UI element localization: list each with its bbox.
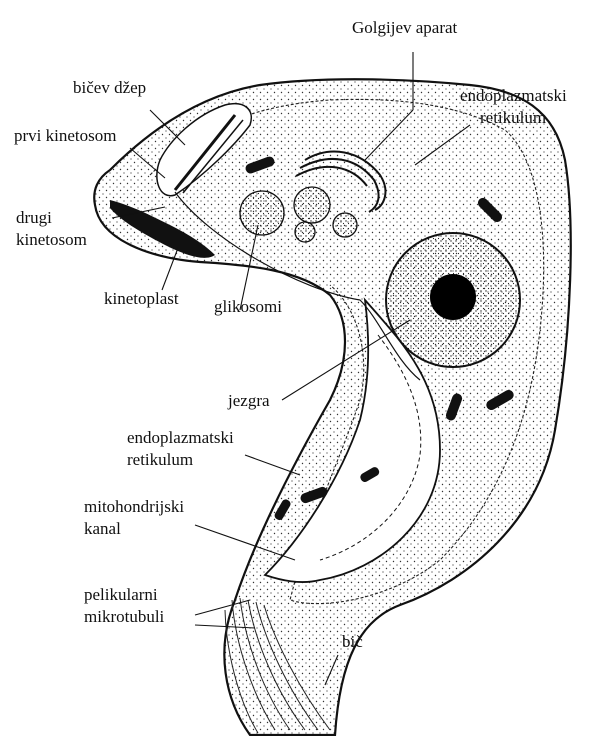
label-kinetoplast: kinetoplast: [104, 289, 179, 309]
label-er-mid-2: retikulum: [127, 450, 193, 470]
label-er-mid-1: endoplazmatski: [127, 428, 234, 448]
glycosome: [295, 222, 315, 242]
label-jezgra: jezgra: [228, 391, 270, 411]
label-drugi-1: drugi: [16, 208, 52, 228]
label-mito-2: kanal: [84, 519, 121, 539]
leader-er-mid: [245, 455, 300, 475]
nucleolus: [430, 274, 476, 320]
label-pel-1: pelikularni: [84, 585, 158, 605]
label-mito-1: mitohondrijski: [84, 497, 184, 517]
label-prvi-kinetosom: prvi kinetosom: [14, 126, 116, 146]
label-bic: bič: [342, 632, 363, 652]
label-bicev-dzep: bičev džep: [73, 78, 146, 98]
label-er-top-2: retikulum: [480, 108, 546, 128]
label-golgi: Golgijev aparat: [352, 18, 457, 38]
glycosome: [333, 213, 357, 237]
glycosome: [240, 191, 284, 235]
label-pel-2: mikrotubuli: [84, 607, 164, 627]
glycosome: [294, 187, 330, 223]
label-drugi-2: kinetosom: [16, 230, 87, 250]
label-er-top-1: endoplazmatski: [460, 86, 567, 106]
label-glikosomi: glikosomi: [214, 297, 282, 317]
